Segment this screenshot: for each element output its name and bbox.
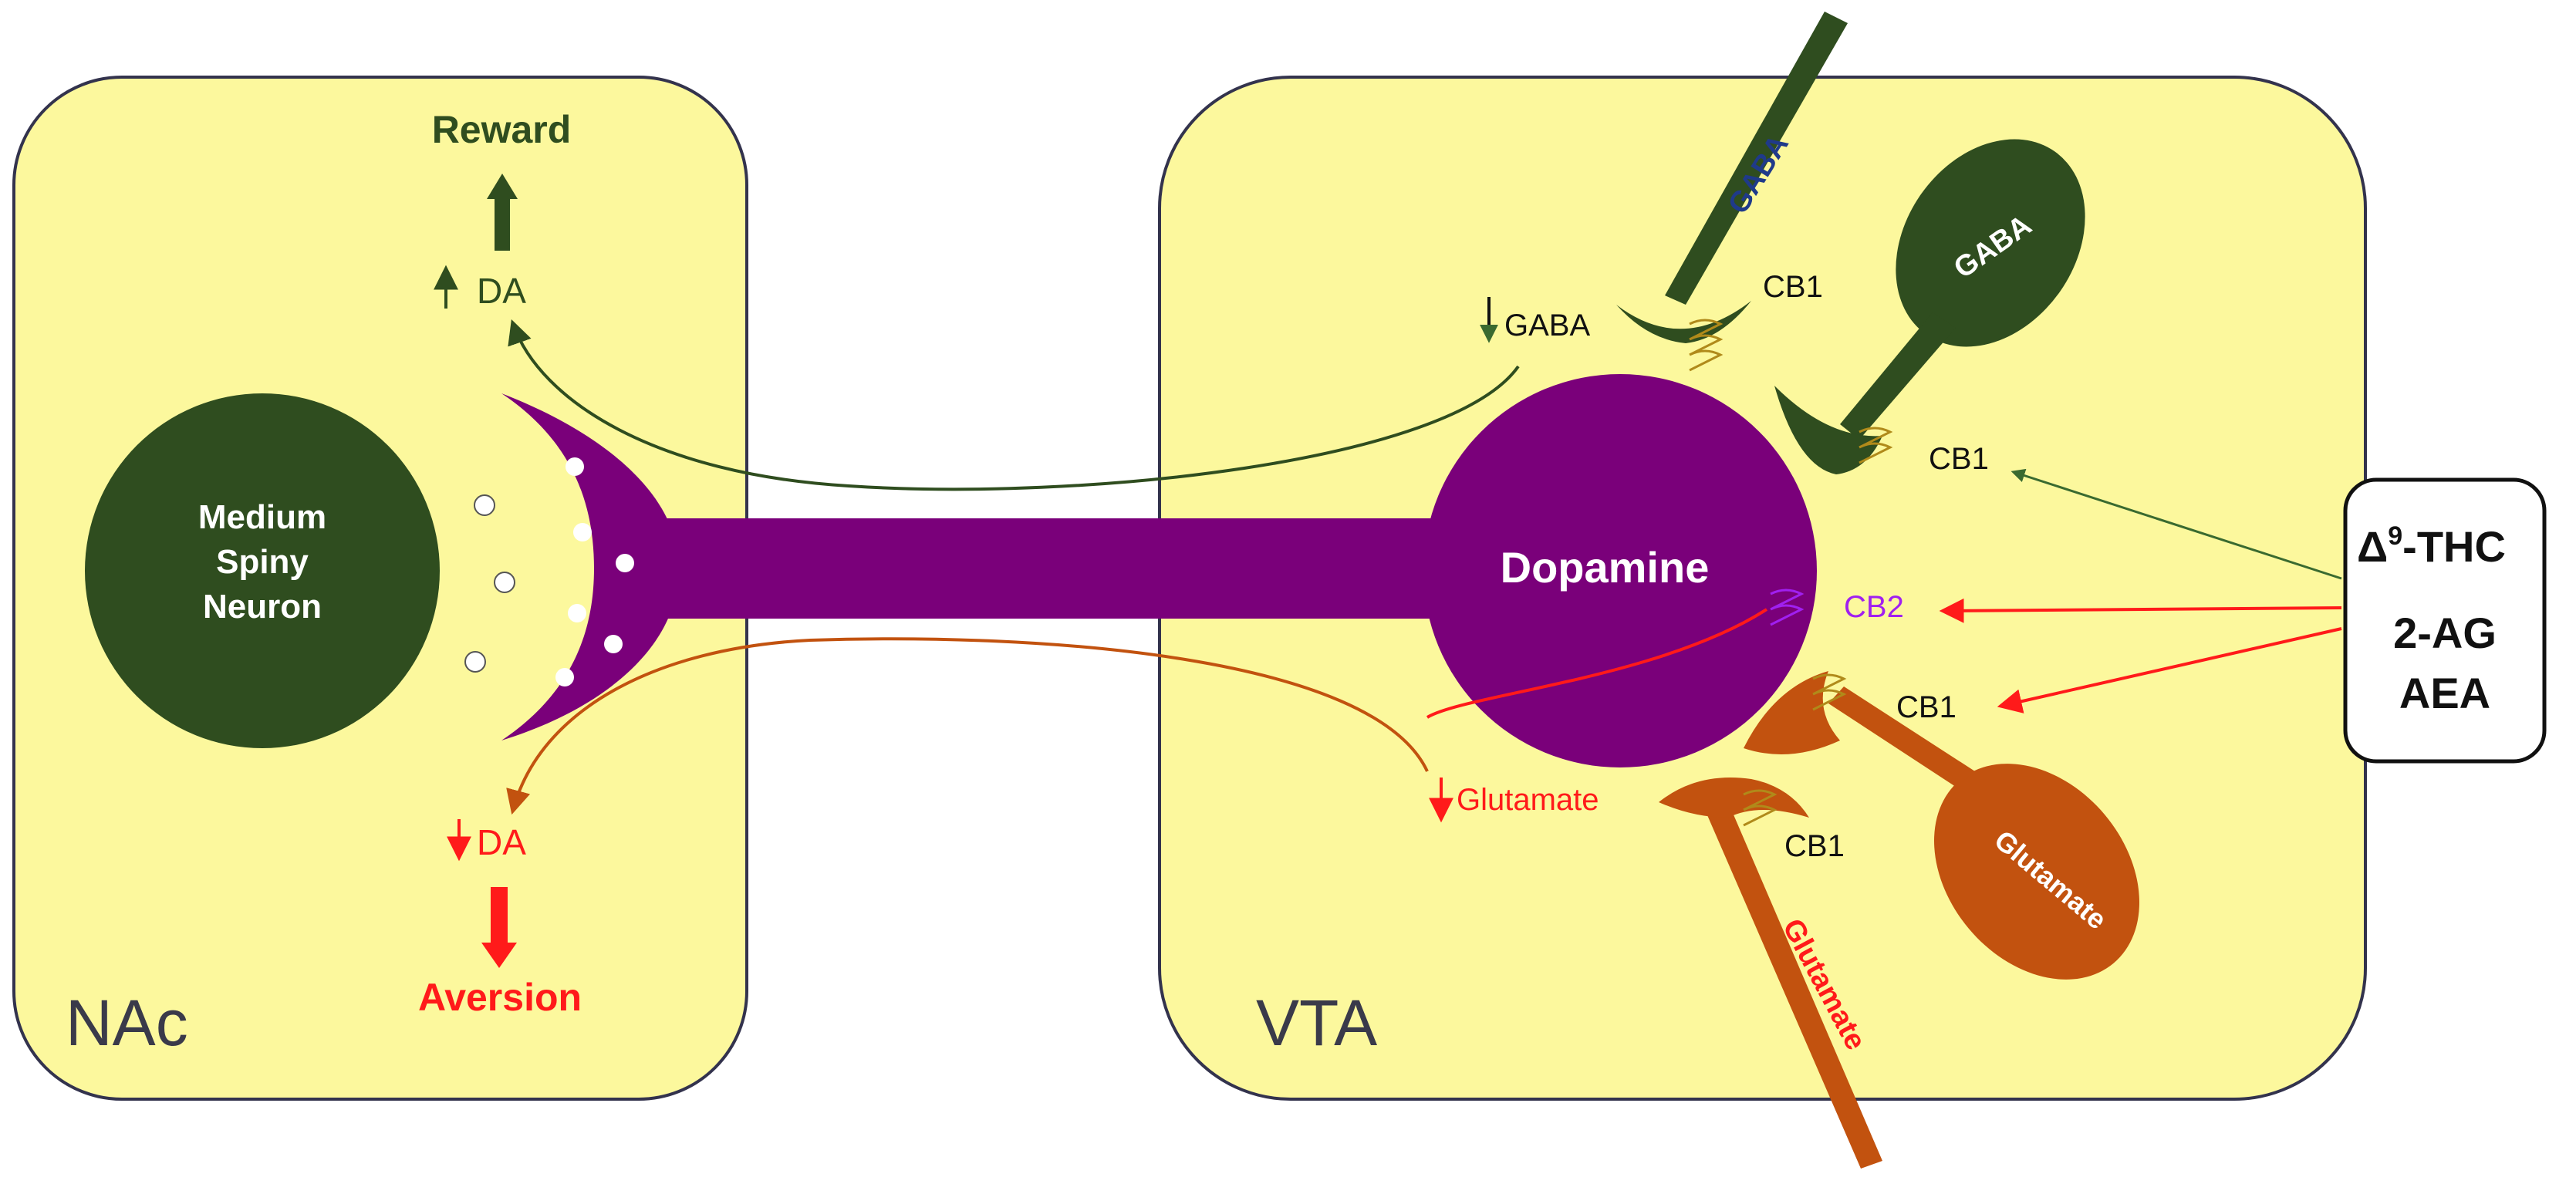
cb1-label-gaba-axon: CB1 bbox=[1763, 270, 1823, 304]
ligand-box bbox=[2343, 477, 2547, 764]
cb2-receptor bbox=[1770, 589, 1805, 626]
aversion-label: Aversion bbox=[418, 976, 582, 1019]
dopamine-terminal bbox=[501, 393, 679, 740]
released-vesicle bbox=[494, 572, 515, 593]
gaba-axon-terminal bbox=[1616, 301, 1751, 343]
endocannabinoid-aea-label: AEA bbox=[2399, 669, 2490, 717]
terminal-vesicle bbox=[616, 554, 634, 572]
terminal-vesicle bbox=[604, 635, 623, 653]
aversion-arrow-shaft bbox=[491, 887, 508, 945]
reward-arrow-head bbox=[487, 174, 518, 199]
reward-label: Reward bbox=[432, 108, 572, 151]
gaba-axon bbox=[1665, 12, 1848, 305]
terminal-vesicle bbox=[573, 523, 592, 541]
gaba-soma-terminal bbox=[1774, 386, 1882, 474]
gaba-to-da-arrow bbox=[508, 319, 1520, 491]
thc-superscript: 9 bbox=[2388, 521, 2402, 551]
gaba-down-label: GABA bbox=[1504, 309, 1590, 342]
thc-rest: -THC bbox=[2402, 522, 2506, 571]
dopamine-neuron-soma bbox=[1423, 374, 1817, 767]
cb2-label: CB2 bbox=[1844, 590, 1904, 624]
nac-label: NAc bbox=[66, 987, 188, 1059]
ligand-to-cb1-glut-arrow bbox=[1997, 627, 2342, 713]
dopamine-label: Dopamine bbox=[1501, 543, 1710, 592]
ligand-to-cb1-gaba-arrow bbox=[2010, 468, 2342, 580]
thc-label: Δ9-THC bbox=[2357, 521, 2506, 571]
glutamate-soma-axon bbox=[1828, 686, 1975, 787]
vta-label: VTA bbox=[1256, 987, 1377, 1059]
msn-label-line3: Neuron bbox=[203, 588, 322, 626]
released-vesicle bbox=[464, 651, 486, 673]
cb1-receptor-glut-axon bbox=[1743, 789, 1778, 827]
glutamate-to-da-arrow bbox=[506, 637, 1429, 815]
dopamine-axon bbox=[602, 518, 1466, 619]
cb1-receptor-gaba-axon bbox=[1689, 319, 1724, 372]
glutamate-neuron-soma bbox=[1934, 764, 2139, 980]
glutamate-down-label: Glutamate bbox=[1457, 783, 1599, 817]
thc-delta: Δ bbox=[2357, 522, 2388, 571]
cb1-receptor-gaba-soma bbox=[1859, 427, 1893, 464]
cb1-label-glut-axon: CB1 bbox=[1784, 829, 1845, 863]
cb1-receptor-glut-soma bbox=[1812, 673, 1847, 711]
cb2-to-da-arrow bbox=[1426, 608, 1768, 719]
cb1-label-glut-soma: CB1 bbox=[1896, 690, 1956, 724]
cb1-label-gaba-soma: CB1 bbox=[1929, 442, 1989, 476]
terminal-vesicle bbox=[555, 668, 574, 686]
reward-arrow-shaft bbox=[495, 197, 510, 251]
terminal-vesicle bbox=[568, 604, 586, 622]
medium-spiny-neuron bbox=[85, 393, 440, 748]
terminal-vesicle bbox=[566, 457, 584, 476]
da-up-label: DA bbox=[477, 271, 526, 311]
ligand-to-cb2-arrow bbox=[1939, 598, 2342, 623]
gaba-neuron-soma bbox=[1896, 139, 2085, 347]
endocannabinoid-2ag-label: 2-AG bbox=[2393, 609, 2497, 657]
msn-label-line1: Medium bbox=[198, 498, 326, 536]
da-down-label: DA bbox=[477, 822, 526, 862]
msn-label-line2: Spiny bbox=[216, 543, 309, 581]
gaba-soma-axon bbox=[1840, 312, 1956, 440]
glutamate-axon bbox=[1705, 802, 1882, 1169]
aversion-arrow-head bbox=[481, 943, 517, 968]
released-vesicle bbox=[474, 494, 495, 516]
